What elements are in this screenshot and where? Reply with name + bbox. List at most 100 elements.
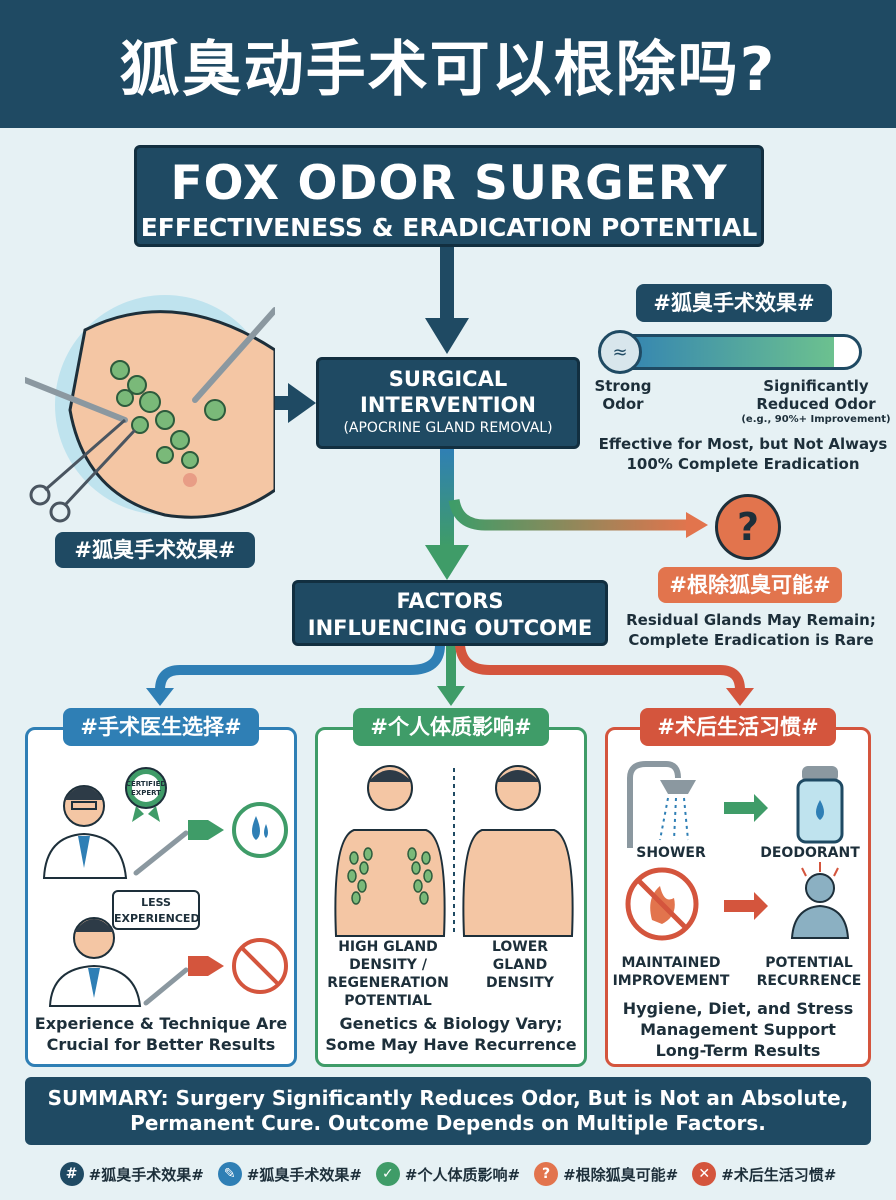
factors-line2: INFLUENCING OUTCOME bbox=[307, 616, 593, 640]
high-density-line2: DENSITY / bbox=[349, 957, 427, 973]
constitution-caption: Genetics & Biology Vary; Some May Have R… bbox=[318, 1013, 584, 1055]
odor-improvement-fill bbox=[605, 337, 834, 367]
scale-tag: #狐臭手术效果# bbox=[636, 284, 832, 322]
shower-label: SHOWER bbox=[636, 845, 706, 861]
factors-box: FACTORS INFLUENCING OUTCOME bbox=[292, 580, 608, 646]
footer-item[interactable]: ✎ #狐臭手术效果# bbox=[217, 1162, 362, 1186]
arrow-to-constitution bbox=[437, 645, 465, 706]
odor-improvement-bar bbox=[602, 334, 862, 370]
check-icon: ✓ bbox=[375, 1162, 400, 1186]
scale-caption: Effective for Most, but Not Always 100% … bbox=[590, 434, 896, 474]
surgeon-illustration bbox=[42, 767, 288, 1007]
constitution-tag: #个人体质影响# bbox=[353, 708, 549, 746]
footer-item[interactable]: ✕ #术后生活习惯# bbox=[692, 1162, 836, 1186]
scale-right-note: (e.g., 90%+ Improvement) bbox=[741, 414, 891, 425]
constitution-caption-line1: Genetics & Biology Vary; bbox=[339, 1014, 563, 1033]
low-density-line3: DENSITY bbox=[486, 975, 554, 991]
low-density-label: LOWER GLAND DENSITY bbox=[458, 938, 582, 992]
speech-line1: LESS bbox=[141, 896, 171, 909]
summary-line2: Permanent Cure. Outcome Depends on Multi… bbox=[130, 1111, 766, 1135]
eradication-tag: #根除狐臭可能# bbox=[658, 567, 842, 603]
scale-right-line1: Significantly bbox=[763, 377, 869, 395]
scale-right-line2: Reduced Odor bbox=[756, 395, 876, 413]
recurrence-line2: RECURRENCE bbox=[756, 973, 862, 989]
scale-right-label: Significantly Reduced Odor (e.g., 90%+ I… bbox=[736, 377, 896, 427]
question-icon: ? bbox=[534, 1162, 559, 1186]
scale-caption-line1: Effective for Most, but Not Always bbox=[598, 435, 888, 453]
footer-item[interactable]: # #狐臭手术效果# bbox=[59, 1162, 204, 1186]
surgeon-card: CERTIFIED EXPERT LESS EXPERIENCED Experi… bbox=[25, 727, 297, 1067]
surgical-line2: INTERVENTION bbox=[360, 393, 536, 417]
arrow-image-to-surgical bbox=[268, 383, 316, 423]
odor-wave-icon: ≈ bbox=[598, 330, 642, 374]
main-title-box: FOX ODOR SURGERY EFFECTIVENESS & ERADICA… bbox=[134, 145, 764, 247]
scale-left-line2: Odor bbox=[602, 395, 644, 413]
lifestyle-caption: Hygiene, Diet, and Stress Management Sup… bbox=[608, 998, 868, 1061]
lifestyle-caption-line2: Management Support bbox=[640, 1020, 836, 1039]
footer-label: #个人体质影响# bbox=[404, 1165, 521, 1184]
surgical-intervention-box: SURGICAL INTERVENTION (APOCRINE GLAND RE… bbox=[316, 357, 580, 449]
high-density-label: HIGH GLAND DENSITY / REGENERATION POTENT… bbox=[322, 938, 454, 1010]
hash-icon: # bbox=[59, 1162, 84, 1186]
lifestyle-card: SHOWER DEODORANT MAINTAINED IMPROVEMENT … bbox=[605, 727, 871, 1067]
arrow-to-eradication bbox=[448, 498, 708, 538]
maintained-label: MAINTAINED IMPROVEMENT bbox=[608, 954, 734, 990]
constitution-card: HIGH GLAND DENSITY / REGENERATION POTENT… bbox=[315, 727, 587, 1067]
recurrence-label: POTENTIAL RECURRENCE bbox=[746, 954, 872, 990]
lifestyle-caption-line3: Long-Term Results bbox=[655, 1041, 821, 1060]
high-density-line4: POTENTIAL bbox=[344, 993, 432, 1009]
lifestyle-caption-line1: Hygiene, Diet, and Stress bbox=[622, 999, 854, 1018]
eradication-caption: Residual Glands May Remain; Complete Era… bbox=[620, 610, 882, 650]
maintained-line2: IMPROVEMENT bbox=[612, 973, 730, 989]
close-icon: ✕ bbox=[692, 1162, 717, 1186]
badge-line2: EXPERT bbox=[131, 789, 161, 797]
footer-label: #术后生活习惯# bbox=[721, 1165, 837, 1184]
factors-line1: FACTORS bbox=[396, 589, 504, 613]
scale-left-line1: Strong bbox=[594, 377, 652, 395]
high-density-line1: HIGH GLAND bbox=[338, 939, 438, 955]
footer-label: #狐臭手术效果# bbox=[88, 1165, 204, 1184]
question-icon: ? bbox=[715, 494, 781, 560]
main-subtitle: EFFECTIVENESS & ERADICATION POTENTIAL bbox=[140, 213, 758, 242]
arrow-title-to-surgical bbox=[425, 247, 469, 354]
high-density-line3: REGENERATION bbox=[327, 975, 449, 991]
maintained-line1: MAINTAINED bbox=[621, 955, 721, 971]
surgical-line3: (APOCRINE GLAND REMOVAL) bbox=[343, 420, 553, 436]
footer-label: #根除狐臭可能# bbox=[563, 1165, 679, 1184]
lifestyle-illustration bbox=[625, 761, 850, 941]
constitution-caption-line2: Some May Have Recurrence bbox=[325, 1035, 577, 1054]
pencil-icon: ✎ bbox=[217, 1162, 242, 1186]
footer-item[interactable]: ✓ #个人体质影响# bbox=[375, 1162, 521, 1186]
armpit-illustration bbox=[22, 290, 278, 530]
surgeon-caption: Experience & Technique Are Crucial for B… bbox=[28, 1013, 294, 1055]
low-density-line2: GLAND bbox=[492, 957, 548, 973]
surgeon-tag: #手术医生选择# bbox=[63, 708, 259, 746]
surgical-line1: SURGICAL bbox=[388, 367, 508, 391]
arrow-to-lifestyle bbox=[455, 644, 754, 706]
scale-left-label: Strong Odor bbox=[588, 377, 658, 413]
footer-item[interactable]: ? #根除狐臭可能# bbox=[534, 1162, 678, 1186]
summary-line1: SUMMARY: Surgery Significantly Reduces O… bbox=[47, 1086, 849, 1110]
footer-label: #狐臭手术效果# bbox=[246, 1165, 362, 1184]
arrow-to-surgeon bbox=[146, 644, 445, 706]
body-comparison-illustration bbox=[334, 765, 574, 937]
footer-hashtags: # #狐臭手术效果# ✎ #狐臭手术效果# ✓ #个人体质影响# ? #根除狐臭… bbox=[0, 1156, 896, 1192]
page-header: 狐臭动手术可以根除吗? bbox=[0, 0, 896, 128]
certified-badge: CERTIFIED EXPERT bbox=[124, 780, 168, 798]
summary-box: SUMMARY: Surgery Significantly Reduces O… bbox=[25, 1077, 871, 1145]
eradication-caption-line1: Residual Glands May Remain; bbox=[626, 611, 876, 629]
badge-line1: CERTIFIED bbox=[125, 780, 167, 788]
low-density-line1: LOWER bbox=[491, 939, 549, 955]
speech-bubble: LESS EXPERIENCED bbox=[112, 890, 200, 930]
recurrence-line1: POTENTIAL bbox=[765, 955, 853, 971]
surgeon-caption-line1: Experience & Technique Are bbox=[34, 1014, 288, 1033]
lifestyle-tag: #术后生活习惯# bbox=[640, 708, 836, 746]
page-title: 狐臭动手术可以根除吗? bbox=[119, 34, 777, 105]
main-title: FOX ODOR SURGERY bbox=[170, 156, 728, 211]
speech-line2: EXPERIENCED bbox=[114, 912, 200, 925]
deodorant-label: DEODORANT bbox=[760, 845, 860, 861]
scale-caption-line2: 100% Complete Eradication bbox=[626, 455, 860, 473]
arrow-surgical-to-factors bbox=[425, 448, 469, 580]
eradication-caption-line2: Complete Eradication is Rare bbox=[628, 631, 874, 649]
